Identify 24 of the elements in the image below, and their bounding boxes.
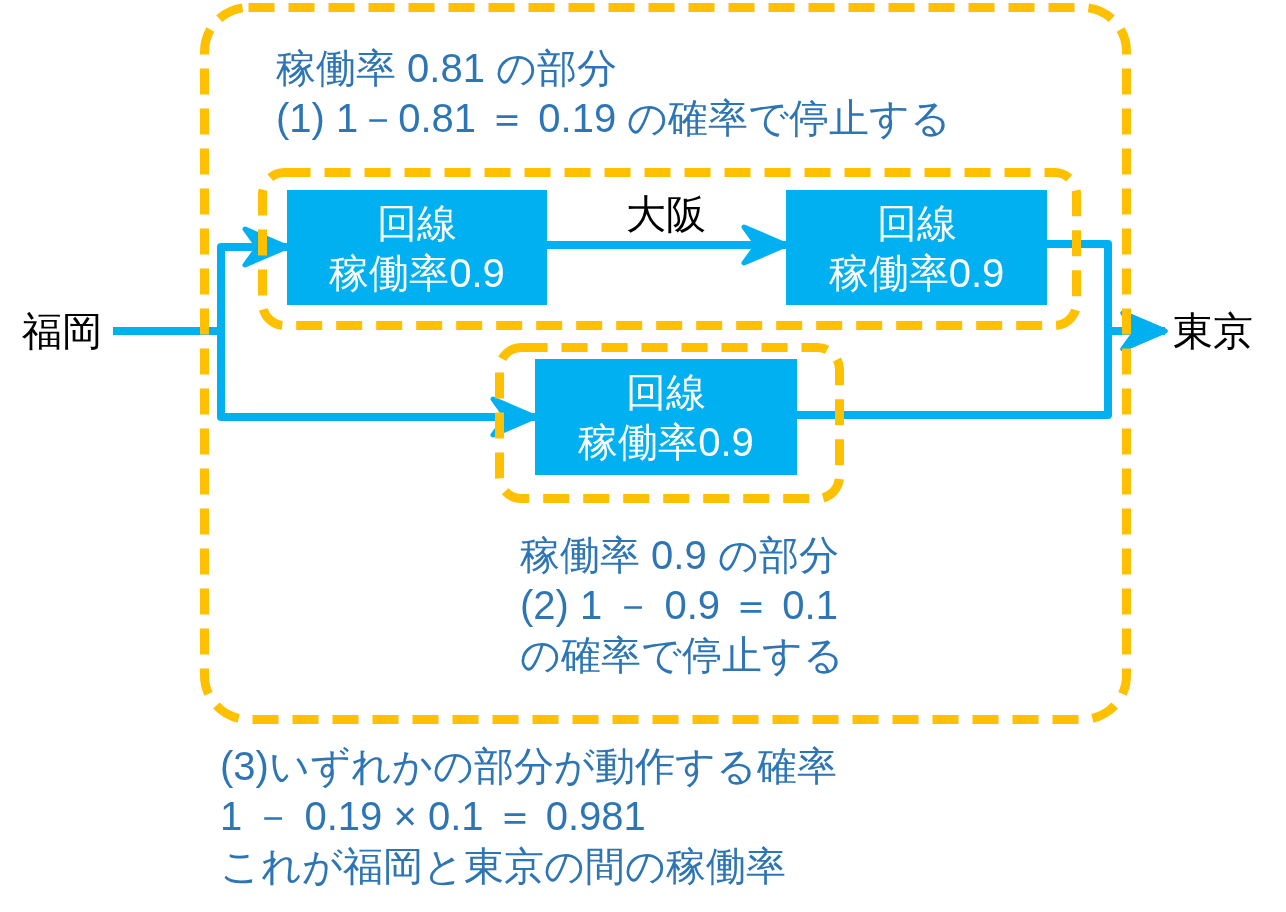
annotation-text: (1) 1－0.81 ＝ 0.19 の確率で停止する xyxy=(276,95,952,142)
availability-label: 稼働率0.9 xyxy=(828,249,1005,297)
circuit-box xyxy=(535,359,797,475)
city-label: 福岡 xyxy=(22,306,102,356)
circuit-box xyxy=(786,190,1047,305)
dashed-group-box xyxy=(495,343,844,503)
circuit-label: 回線 xyxy=(377,199,457,247)
availability-label: 稼働率0.9 xyxy=(329,249,505,297)
annotation-text: (3)いずれかの部分が動作する確率 xyxy=(220,743,837,790)
dashed-group-box xyxy=(258,168,1081,330)
circuit-label: 回線 xyxy=(626,369,706,416)
edge-label: 大阪 xyxy=(626,192,706,236)
circuit-label: 回線 xyxy=(876,199,957,247)
circuit-box xyxy=(287,190,547,305)
annotation-text: 稼働率 0.81 の部分 xyxy=(276,45,618,92)
annotation-text: 稼働率 0.9 の部分 xyxy=(520,532,839,579)
arrow xyxy=(547,224,789,266)
annotation-text: 1 － 0.19 × 0.1 ＝ 0.981 xyxy=(220,793,646,840)
dashed-group-box xyxy=(200,3,1131,724)
annotation-text: これが福岡と東京の間の稼働率 xyxy=(220,843,786,890)
availability-label: 稼働率0.9 xyxy=(578,419,754,466)
annotation-text: (2) 1 － 0.9 ＝ 0.1 の確率で停止する xyxy=(520,582,845,679)
arrow xyxy=(797,310,1168,419)
city-label: 東京 xyxy=(1173,306,1253,356)
